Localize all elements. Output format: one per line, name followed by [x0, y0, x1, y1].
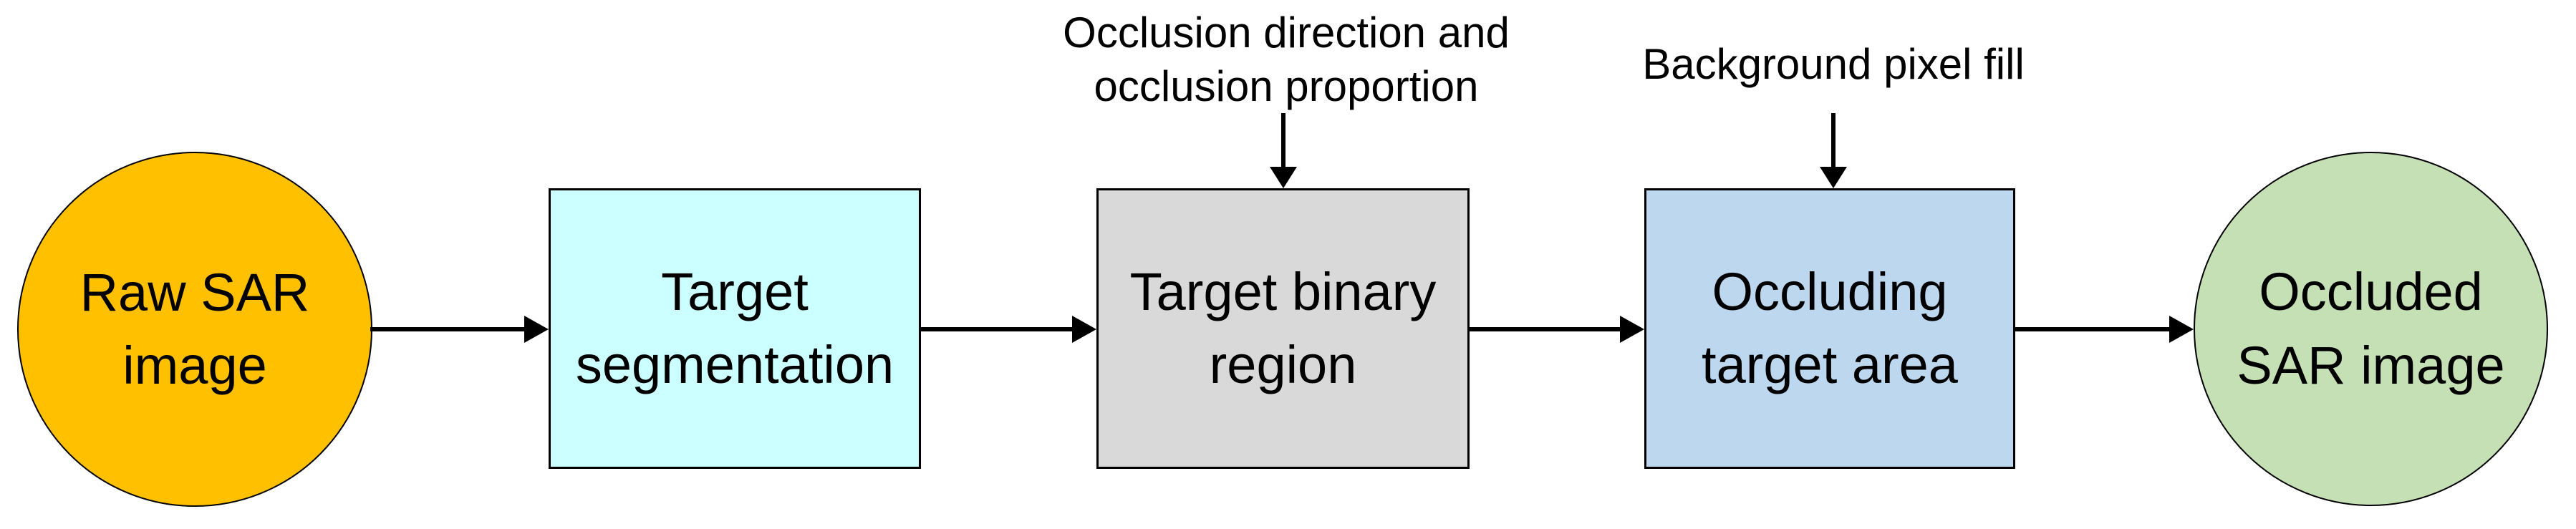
- arrowhead-right-icon: [1620, 316, 1644, 343]
- annotation-background-pixel-fill: Background pixel fill: [1547, 37, 2120, 91]
- arrowhead-down-icon: [1820, 167, 1847, 188]
- node-raw-sar-image: Raw SAR image: [17, 152, 372, 507]
- arrowhead-right-icon: [524, 316, 549, 343]
- node-target-binary-region: Target binary region: [1096, 188, 1470, 469]
- annotation-occlusion-params: Occlusion direction and occlusion propor…: [1000, 6, 1573, 113]
- flow-arrow-shaft: [2015, 327, 2169, 331]
- arrowhead-right-icon: [2169, 316, 2194, 343]
- flow-arrow-shaft: [921, 327, 1072, 331]
- node-label-line: Target binary: [1129, 261, 1437, 321]
- node-label-line: SAR image: [2237, 335, 2505, 395]
- node-occluding-target-area: Occluding target area: [1644, 188, 2015, 469]
- flow-arrow-shaft: [1470, 327, 1620, 331]
- annotation-arrow-shaft: [1831, 113, 1835, 167]
- flow-arrow-shaft: [370, 327, 524, 331]
- node-occluded-sar-image: Occluded SAR image: [2194, 152, 2548, 506]
- annotation-label-line: Background pixel fill: [1642, 40, 2025, 88]
- arrowhead-right-icon: [1072, 316, 1096, 343]
- annotation-label-line: occlusion proportion: [1094, 62, 1479, 110]
- node-label-line: Occluded: [2259, 262, 2483, 322]
- node-label-line: region: [1209, 335, 1357, 394]
- node-target-segmentation: Target segmentation: [549, 188, 921, 469]
- node-label-line: Occluding: [1712, 261, 1948, 321]
- node-label-line: image: [122, 336, 267, 395]
- node-label-line: Raw SAR: [79, 262, 310, 322]
- annotation-label-line: Occlusion direction and: [1063, 9, 1510, 57]
- node-label-line: Target: [661, 261, 809, 321]
- annotation-arrow-shaft: [1281, 113, 1285, 167]
- node-label-line: segmentation: [575, 335, 894, 394]
- node-label-line: target area: [1702, 335, 1958, 394]
- arrowhead-down-icon: [1270, 167, 1297, 188]
